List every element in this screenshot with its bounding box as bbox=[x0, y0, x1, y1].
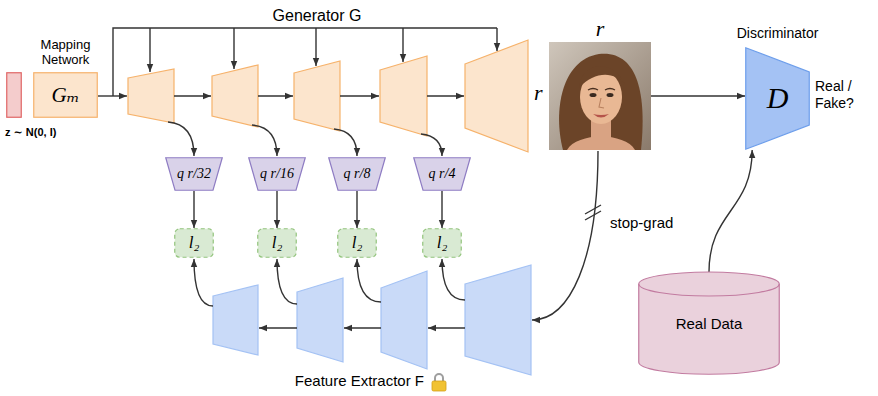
flow-arrow bbox=[427, 95, 464, 96]
flow-arrow bbox=[258, 95, 293, 96]
feature-arrow bbox=[168, 122, 194, 156]
photo-background bbox=[549, 42, 651, 150]
extractor-block bbox=[213, 285, 258, 355]
math-symbol: Gₘ bbox=[51, 83, 79, 107]
database-cylinder-outline bbox=[639, 284, 780, 296]
eye bbox=[607, 93, 614, 97]
math-symbol: l₂ bbox=[437, 233, 448, 253]
output-symbol: r bbox=[534, 80, 543, 106]
arrow-connector bbox=[193, 191, 194, 228]
extractor-block bbox=[297, 278, 343, 362]
flow-arrow bbox=[344, 327, 381, 328]
annotation: stop-grad bbox=[610, 214, 673, 232]
loss-box: l₂ bbox=[422, 228, 462, 258]
loss-box-outline bbox=[423, 229, 462, 258]
latent-input-outline bbox=[7, 73, 22, 118]
math-symbol: q r/8 bbox=[344, 166, 371, 182]
flow-arrow bbox=[174, 95, 211, 96]
node-label: Real Data bbox=[676, 315, 743, 332]
component-label: Feature Extractor F bbox=[295, 372, 424, 390]
generator-block bbox=[128, 69, 174, 123]
loss-box: l₂ bbox=[257, 228, 297, 258]
feature-arrow bbox=[334, 129, 357, 156]
latent-distribution: z ∼ N(0, I) bbox=[5, 126, 56, 139]
style-arrow bbox=[149, 28, 150, 72]
projection-head: q r/4 bbox=[413, 157, 471, 191]
flow-arrow bbox=[98, 95, 127, 96]
projection-head-outline bbox=[414, 158, 471, 191]
block-heading: Mapping Network bbox=[27, 38, 105, 68]
discriminator-outline bbox=[746, 48, 810, 150]
block-heading: Discriminator bbox=[737, 25, 819, 41]
projection-head-outline bbox=[249, 158, 306, 191]
cylinder-body bbox=[639, 272, 780, 374]
math-symbol: q r/4 bbox=[429, 166, 456, 182]
lock-body bbox=[432, 381, 446, 391]
mapping-network: Mapping NetworkGₘ bbox=[33, 72, 98, 118]
eye bbox=[590, 93, 597, 97]
arrow-connector bbox=[709, 150, 752, 272]
style-arrow bbox=[315, 28, 316, 66]
brow bbox=[605, 89, 615, 91]
math-symbol: q r/16 bbox=[260, 166, 294, 182]
projection-head: q r/32 bbox=[165, 157, 223, 191]
flow-arrow bbox=[259, 327, 297, 328]
projection-head-outline bbox=[329, 158, 386, 191]
loss-box-outline bbox=[338, 229, 377, 258]
stop-grad-arrow bbox=[532, 151, 598, 320]
hair bbox=[559, 54, 643, 150]
feature-arrow bbox=[421, 134, 442, 156]
generator-block bbox=[380, 56, 427, 136]
mapping-network-outline bbox=[34, 73, 98, 118]
fringe bbox=[579, 66, 625, 88]
projection-head: q r/8 bbox=[328, 157, 386, 191]
nose bbox=[599, 98, 604, 108]
feature-arrow bbox=[277, 259, 297, 304]
extractor-block bbox=[465, 265, 531, 375]
style-arrow bbox=[496, 28, 497, 51]
style-arrow bbox=[402, 28, 403, 62]
brow bbox=[588, 89, 598, 91]
discriminator: DiscriminatorD bbox=[745, 47, 810, 150]
lips bbox=[593, 114, 609, 118]
latent-input-shape bbox=[6, 72, 22, 118]
arrow-connector bbox=[651, 95, 745, 96]
arrow-connector bbox=[441, 191, 442, 228]
generated-image: r bbox=[549, 42, 651, 150]
stop-grad-mark bbox=[585, 211, 601, 220]
math-symbol: D bbox=[767, 81, 789, 116]
math-symbol: l₂ bbox=[272, 233, 283, 253]
loss-box-outline bbox=[258, 229, 297, 258]
style-arrow bbox=[233, 28, 234, 69]
projection-head-outline bbox=[166, 158, 223, 191]
generated-image-shape bbox=[549, 42, 651, 150]
math-symbol: r bbox=[596, 16, 605, 41]
arrow-connector bbox=[356, 191, 357, 228]
database-cylinder: Real Data bbox=[638, 272, 780, 375]
output-label: Real / Fake? bbox=[815, 78, 873, 112]
generator-block bbox=[212, 65, 258, 127]
group-title: Generator G bbox=[273, 6, 362, 25]
feature-arrow bbox=[442, 259, 465, 300]
generator-block bbox=[465, 40, 528, 152]
feature-arrow bbox=[252, 125, 277, 156]
loss-box-outline bbox=[175, 229, 214, 258]
feature-arrow bbox=[357, 259, 381, 302]
latent-input: z ∼ N(0, I) bbox=[6, 72, 22, 118]
projection-head: q r/16 bbox=[248, 157, 306, 191]
generator-block bbox=[294, 61, 340, 131]
loss-box: l₂ bbox=[174, 228, 214, 258]
arrow-connector bbox=[276, 191, 277, 228]
math-symbol: q r/32 bbox=[177, 166, 211, 182]
math-symbol: l₂ bbox=[352, 233, 363, 253]
flow-arrow bbox=[340, 95, 379, 96]
extractor-block bbox=[381, 271, 427, 369]
feature-arrow bbox=[194, 259, 213, 306]
math-symbol: l₂ bbox=[189, 233, 200, 253]
loss-box: l₂ bbox=[337, 228, 377, 258]
flow-arrow bbox=[428, 327, 465, 328]
